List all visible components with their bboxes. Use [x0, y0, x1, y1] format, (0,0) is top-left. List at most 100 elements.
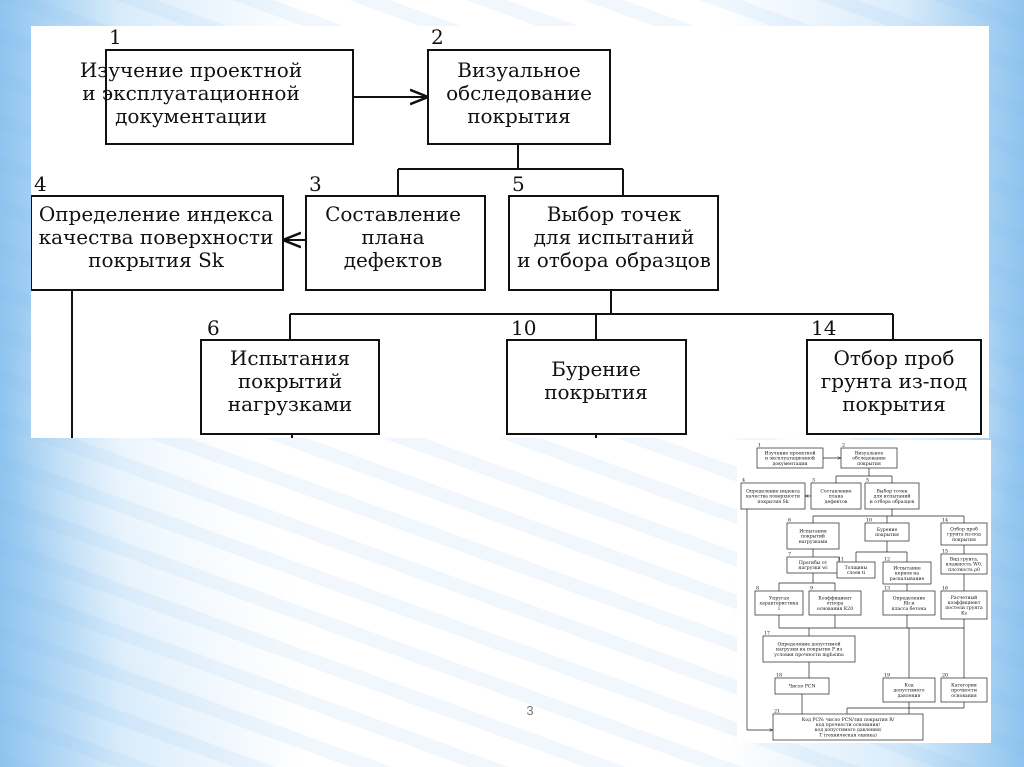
box-text-line: качества поверхности: [39, 225, 274, 249]
thumb-box-frame: [840, 447, 898, 469]
box-frame: [506, 339, 687, 435]
thumb-box-text-line: Выбор точек: [877, 487, 908, 494]
thumb-box-number: 6: [788, 518, 791, 524]
thumb-box-number: 17: [764, 631, 770, 637]
thumb-box-text-line: давления: [898, 694, 921, 699]
thumb-box-number: 11: [838, 557, 844, 563]
box-text-line: Выбор точек: [547, 202, 682, 226]
thumb-box-frame: [754, 590, 804, 616]
thumb-box-frame: [882, 561, 932, 585]
box-number: 14: [811, 316, 836, 340]
box-number: 1: [109, 26, 122, 49]
thumb-box-frame: [756, 447, 824, 469]
box-text-line: дефектов: [344, 248, 443, 272]
thumb-box-text-line: обследование: [852, 455, 886, 462]
thumb-box-frame: [940, 590, 988, 620]
thumb-box-text-line: основания: [951, 694, 977, 699]
thumb-box-text-line: Визуальное: [855, 450, 884, 456]
thumb-box-frame: [882, 677, 936, 703]
thumb-box-text-line: плана: [829, 495, 844, 500]
thumb-box-text-line: раскалывание: [890, 577, 925, 582]
thumb-box-text-line: Упругая: [769, 595, 789, 601]
thumb-box-frame: [762, 635, 856, 663]
thumb-box-number: 10: [866, 518, 872, 524]
thumb-box-text-line: код прочности основания/: [816, 722, 881, 728]
box-text-line: обследование: [446, 81, 592, 105]
thumb-box-frame: [864, 482, 920, 510]
thumb-box-number: 16: [942, 586, 948, 592]
thumb-box-number: 2: [842, 443, 845, 449]
thumb-box-frame: [864, 522, 910, 542]
box-text-line: покрытия: [467, 104, 571, 128]
thumb-box-text-line: Составление: [820, 488, 851, 494]
box-number: 2: [431, 26, 444, 49]
box-frame: [508, 195, 719, 291]
thumbnail-connectors: [746, 458, 965, 730]
thumb-box-text-line: и отбора образцов: [870, 498, 915, 505]
thumb-box-text-line: дефектов: [825, 498, 848, 505]
thumb-box-frame: [740, 482, 806, 510]
thumb-box-text-line: Число PCN: [789, 684, 816, 690]
thumb-box-text-line: код допустимого давления/: [815, 727, 882, 733]
box-text-line: покрытия: [544, 380, 648, 404]
thumb-box-text-line: плотность ρ0: [948, 567, 980, 573]
thumb-box-frame: [836, 561, 876, 579]
thumb-box-number: 4: [742, 478, 745, 484]
box-text-line: Визуальное: [457, 58, 580, 82]
thumb-box-text-line: Изучение проектной: [764, 450, 815, 456]
thumb-box-number: 9: [810, 586, 813, 592]
box-frame: [305, 195, 486, 291]
thumb-box-text-line: основания K20: [817, 606, 853, 612]
thumb-box-text-line: Испытание: [893, 565, 921, 571]
thumb-box-text-line: покрытия: [952, 538, 976, 543]
thumb-box-text-line: Определение: [893, 595, 926, 601]
thumb-box-frame: [772, 713, 924, 741]
thumb-box-text-line: допустимого: [893, 689, 924, 694]
thumb-box-text-line: характеристика: [760, 602, 799, 607]
box-frame: [200, 339, 380, 435]
thumb-box-text-line: Ks: [961, 610, 967, 616]
thumb-box-text-line: влажность W0,: [946, 562, 983, 568]
thumb-box-text-line: покрытий: [801, 534, 825, 540]
thumb-box-frame: [940, 677, 988, 703]
thumb-box-number: 14: [942, 518, 948, 524]
box-text-line: Бурение: [551, 357, 641, 381]
thumb-box-text-line: грунта из-под: [947, 533, 981, 538]
thumb-box-text-line: Коэффициент: [818, 594, 852, 601]
thumb-box-frame: [786, 522, 840, 550]
thumb-box-text-line: нагрузки wi: [798, 565, 828, 571]
box-text-line: покрытий: [238, 369, 342, 393]
thumb-box-text-line: T (техническая оценка): [819, 731, 877, 738]
thumb-box-frame: [774, 677, 830, 695]
box-number: 4: [34, 172, 47, 196]
thumb-box-text-line: и эксплуатационной: [765, 456, 815, 462]
thumb-box-text-line: l: [778, 606, 780, 612]
thumb-box-text-line: покрытия: [875, 533, 899, 538]
thumb-box-text-line: Толщины: [845, 565, 868, 571]
box-text-line: Испытания: [230, 346, 350, 370]
thumb-box-number: 5: [866, 478, 869, 484]
thumb-box-number: 1: [758, 443, 761, 449]
box-number: 6: [207, 316, 220, 340]
box-frame: [806, 339, 982, 435]
thumb-box-text-line: нагрузками: [799, 540, 828, 545]
box-text-line: документации: [115, 104, 267, 128]
thumb-box-text-line: Вид грунта,: [950, 556, 979, 562]
thumb-box-text-line: Испытания: [799, 528, 827, 534]
